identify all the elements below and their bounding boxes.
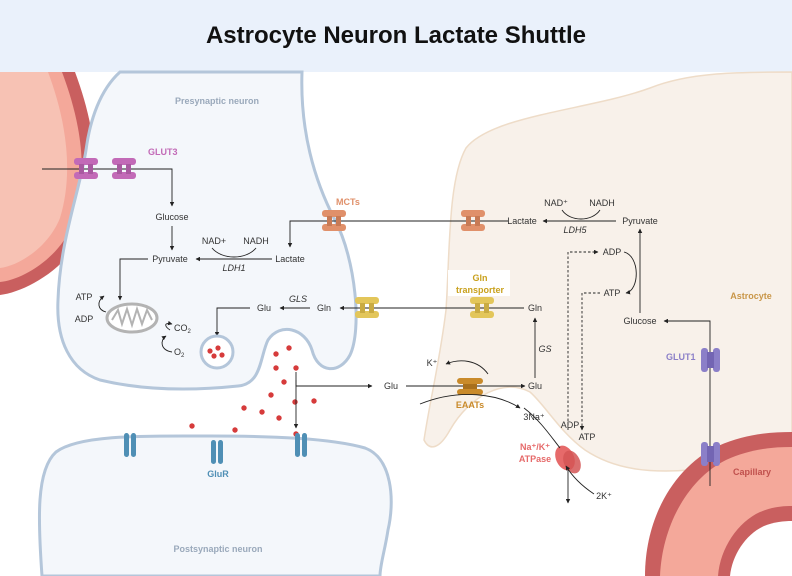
adp-from-pump-dashed-arrow bbox=[567, 249, 599, 430]
postsynaptic-neuron-label: Postsynaptic neuron bbox=[173, 544, 262, 554]
ldh1-enzyme-label: LDH1 bbox=[222, 263, 245, 273]
glucose-import-arrow bbox=[168, 168, 175, 207]
glur-receptor-1 bbox=[124, 433, 136, 457]
sodium-to-pump-line bbox=[523, 407, 561, 449]
o2-subscript: 2 bbox=[181, 353, 185, 359]
mitochondrion bbox=[105, 302, 159, 334]
potassium-efflux-arrow bbox=[445, 360, 489, 375]
astrocyte-adp-upper-label: ADP bbox=[603, 247, 622, 257]
k-plus-label: K⁺ bbox=[427, 358, 438, 368]
pump-label-line1: Na⁺/K⁺ bbox=[520, 442, 550, 452]
glycolysis-atp-arrow bbox=[623, 251, 637, 295]
glut3-label: GLUT3 bbox=[148, 147, 178, 157]
neuron-glucose-label: Glucose bbox=[155, 212, 188, 222]
neuron-lactate-label: Lactate bbox=[275, 254, 305, 264]
lactate-shuttle-arrow bbox=[287, 220, 508, 248]
co2-subscript: 2 bbox=[188, 329, 192, 335]
glutamate-to-astrocyte-arrow bbox=[295, 380, 373, 389]
astrocyte-glu-label: Glu bbox=[528, 381, 542, 391]
pump-label-line2: ATPase bbox=[519, 454, 551, 464]
neuron-glu-label: Glu bbox=[257, 303, 271, 313]
glut1-label: GLUT1 bbox=[666, 352, 696, 362]
synaptic-vesicle bbox=[199, 334, 235, 370]
postsynaptic-neuron-cell bbox=[37, 434, 393, 576]
neuron-gln-label: Gln bbox=[317, 303, 331, 313]
mct-transporter-neuron bbox=[322, 210, 346, 231]
two-k-label: 2K⁺ bbox=[596, 491, 612, 501]
neuron-atp-label: ATP bbox=[76, 292, 93, 302]
o2-label: O2 bbox=[174, 347, 185, 359]
astrocyte-nad-curve bbox=[561, 209, 601, 220]
astrocyte-cell bbox=[423, 71, 792, 537]
presynaptic-neuron-label: Presynaptic neuron bbox=[175, 96, 259, 106]
gls-enzyme-label: GLS bbox=[289, 294, 307, 304]
ldh5-enzyme-label: LDH5 bbox=[563, 225, 587, 235]
astrocyte-glucose-label: Glucose bbox=[623, 316, 656, 326]
left-capillary bbox=[0, 72, 95, 295]
glut3-transporter-left bbox=[74, 158, 98, 179]
gln-transporter-label-line1: Gln bbox=[473, 273, 488, 283]
gln-transporter-label-bg bbox=[448, 270, 510, 296]
capillary-label: Capillary bbox=[733, 467, 771, 477]
title-bar: Astrocyte Neuron Lactate Shuttle bbox=[0, 0, 792, 72]
right-capillary bbox=[645, 432, 792, 576]
astrocyte-lactate-label: Lactate bbox=[507, 216, 537, 226]
astrocyte-atp-upper-label: ATP bbox=[604, 288, 621, 298]
astrocyte-gln-label: Gln bbox=[528, 303, 542, 313]
glu-to-vesicle-arrow bbox=[214, 307, 250, 337]
glur-receptor-2 bbox=[211, 440, 223, 464]
nad-nadh-curve bbox=[211, 247, 257, 258]
astrocyte-label: Astrocyte bbox=[730, 291, 772, 301]
eaats-label: EAATs bbox=[456, 400, 484, 410]
glut1-transporter-astrocyte bbox=[701, 348, 720, 372]
glur-label: GluR bbox=[207, 469, 229, 479]
cleft-glu-label: Glu bbox=[384, 381, 398, 391]
gln-transporter-astrocyte bbox=[470, 297, 494, 318]
astrocyte-pyruvate-label: Pyruvate bbox=[622, 216, 658, 226]
mcts-label: MCTs bbox=[336, 197, 360, 207]
neuron-nadh-label: NADH bbox=[243, 236, 269, 246]
glur-receptor-3 bbox=[295, 433, 307, 457]
astrocyte-nadh-label: NADH bbox=[589, 198, 615, 208]
diagram-title: Astrocyte Neuron Lactate Shuttle bbox=[205, 22, 587, 49]
glut1-transporter-capillary bbox=[701, 442, 720, 466]
capillary-glucose-arrow bbox=[663, 318, 711, 486]
co2-release-arrow bbox=[165, 320, 173, 331]
gln-transporter-neuron bbox=[355, 297, 379, 318]
astrocyte-atp-lower-label: ATP bbox=[579, 432, 596, 442]
co2-main: CO bbox=[174, 323, 188, 333]
atp-production-arrow bbox=[98, 295, 107, 313]
glut3-transporter-right bbox=[112, 158, 136, 179]
neuron-nad-label: NAD+ bbox=[202, 236, 226, 246]
gln-transporter-label-line2: transporter bbox=[456, 285, 505, 295]
neuron-pyruvate-label: Pyruvate bbox=[152, 254, 188, 264]
atp-to-pump-dashed-arrow bbox=[579, 292, 600, 431]
gs-enzyme-label: GS bbox=[538, 344, 551, 354]
mct-transporter-astrocyte bbox=[461, 210, 485, 231]
neuron-adp-label: ADP bbox=[75, 314, 94, 324]
sodium-influx-arrow bbox=[419, 394, 521, 409]
co2-label: CO2 bbox=[174, 323, 192, 335]
astrocyte-nad-label: NAD⁺ bbox=[544, 198, 568, 208]
pyruvate-to-mitochondria-arrow bbox=[117, 258, 148, 301]
o2-consumption-arrow bbox=[161, 335, 173, 353]
astrocyte-adp-lower-label: ADP bbox=[561, 420, 580, 430]
o2-main: O bbox=[174, 347, 181, 357]
eaat-transporter bbox=[457, 378, 483, 395]
cleft-glutamate bbox=[189, 345, 317, 437]
potassium-influx-arrow bbox=[565, 465, 595, 495]
